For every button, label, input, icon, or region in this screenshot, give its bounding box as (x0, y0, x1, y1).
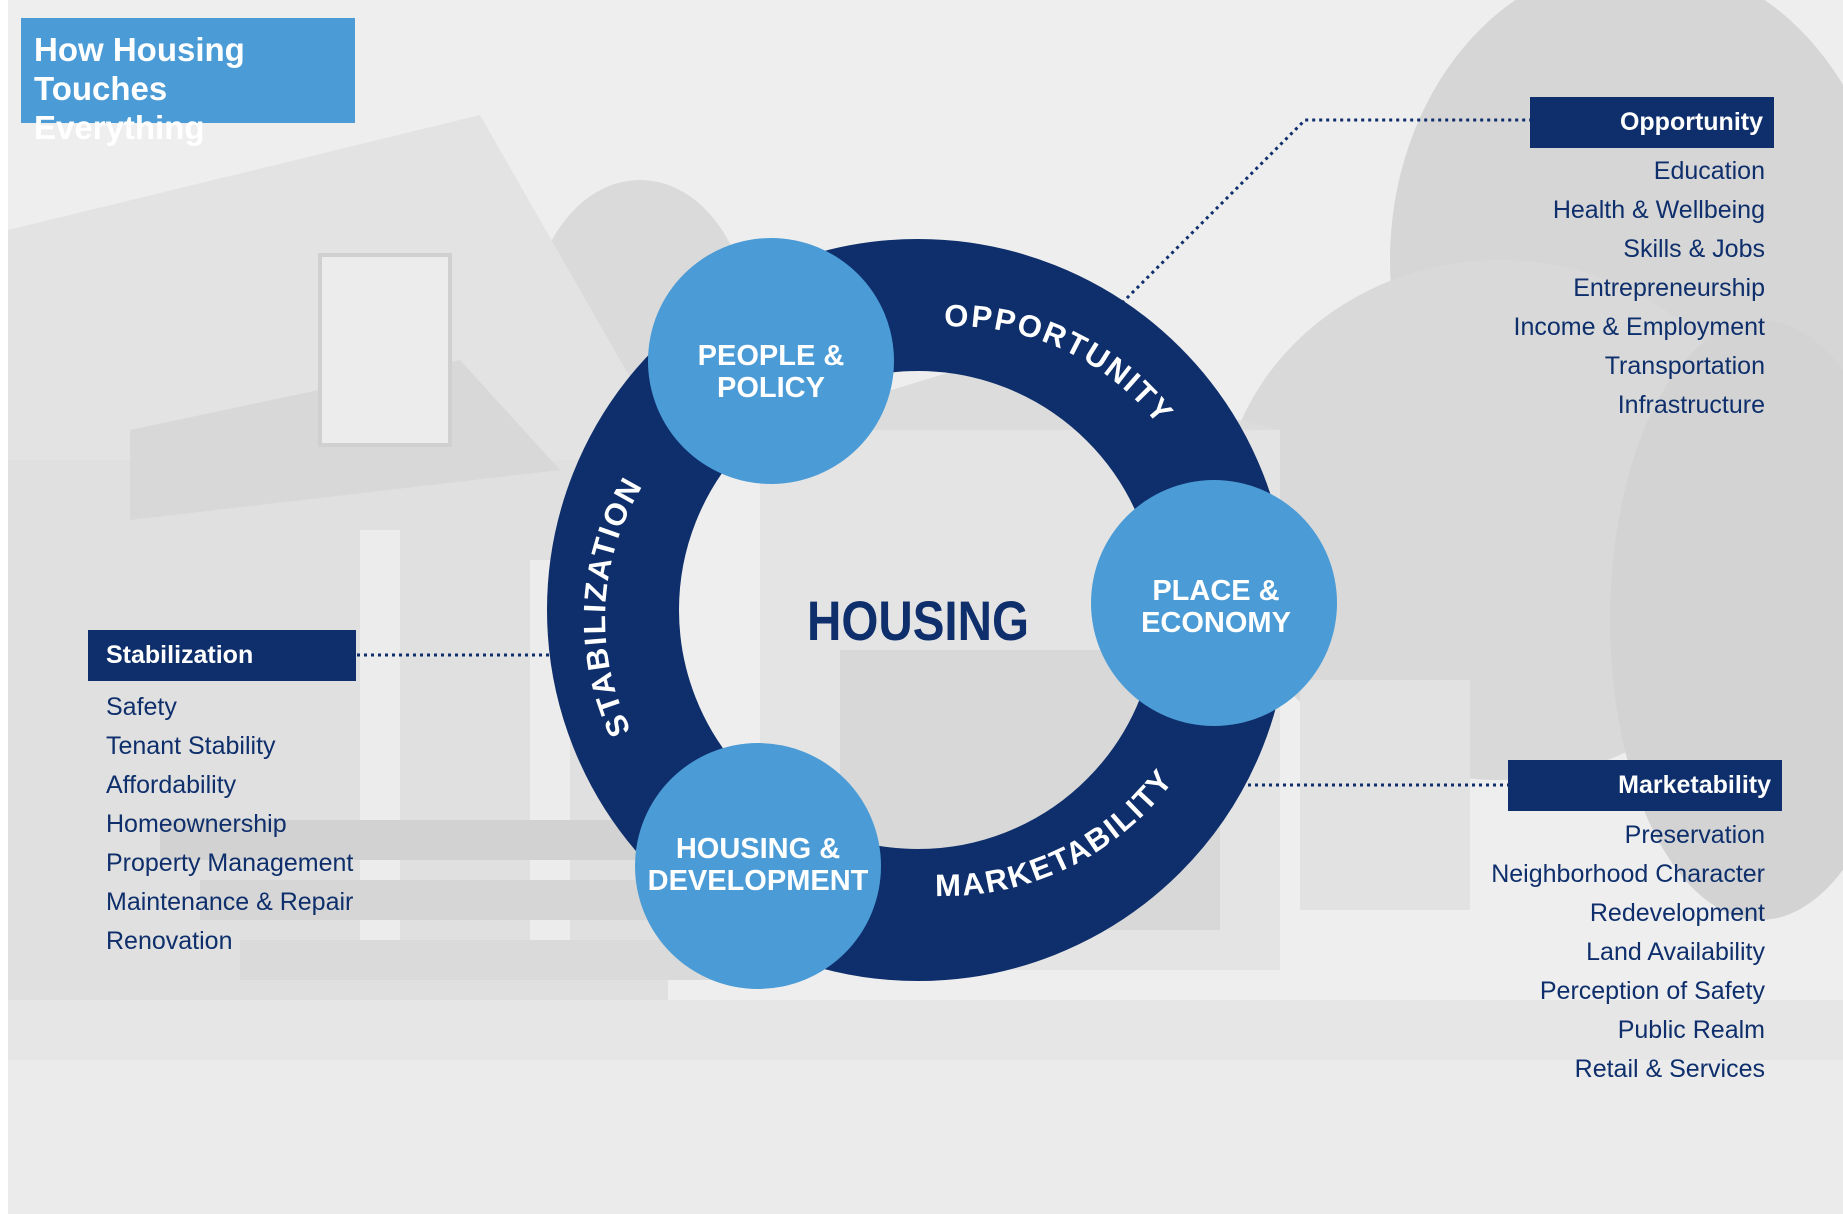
node-housing-development: HOUSING & DEVELOPMENT (635, 743, 881, 989)
node-place-economy: PLACE & ECONOMY (1091, 480, 1337, 726)
list-item: Redevelopment (1589, 899, 1765, 927)
title-line-2: Touches Everything (34, 70, 205, 146)
node-place-economy-line-1: PLACE & (1152, 575, 1279, 607)
node-housing-development-line-2: DEVELOPMENT (648, 865, 869, 897)
stabilization-panel-header: Stabilization (88, 630, 356, 681)
list-item: Entrepreneurship (1573, 274, 1765, 302)
opportunity-list: Education Health & Wellbeing Skills & Jo… (1514, 152, 1766, 425)
list-item: Health & Wellbeing (1552, 196, 1765, 224)
list-item: Homeownership (106, 810, 287, 838)
center-label-housing: HOUSING (807, 589, 1029, 652)
node-housing-development-line-1: HOUSING & (676, 833, 840, 865)
list-item: Retail & Services (1574, 1055, 1765, 1083)
list-item: Public Realm (1617, 1016, 1765, 1044)
marketability-header-label: Marketability (1618, 771, 1771, 799)
list-item: Safety (106, 693, 177, 721)
list-item: Tenant Stability (106, 732, 276, 760)
opportunity-header-label: Opportunity (1619, 108, 1763, 136)
list-item: Property Management (106, 849, 354, 877)
list-item: Income & Employment (1513, 313, 1766, 341)
list-item: Education (1653, 157, 1765, 185)
node-people-policy: PEOPLE & POLICY (648, 238, 894, 484)
node-place-economy-line-2: ECONOMY (1141, 607, 1291, 639)
list-item: Infrastructure (1617, 391, 1765, 419)
marketability-panel-header: Marketability (1508, 760, 1782, 811)
node-people-policy-line-2: POLICY (717, 372, 825, 404)
stabilization-list: Safety Tenant Stability Affordability Ho… (106, 688, 353, 961)
list-item: Preservation (1624, 821, 1765, 849)
list-item: Neighborhood Character (1491, 860, 1765, 888)
list-item: Renovation (106, 927, 233, 955)
list-item: Maintenance & Repair (106, 888, 354, 916)
list-item: Land Availability (1586, 938, 1765, 966)
stabilization-header-label: Stabilization (106, 641, 254, 669)
opportunity-leader-line (1120, 118, 1530, 305)
opportunity-panel-header: Opportunity (1530, 97, 1774, 148)
title-line-1: How Housing (34, 31, 245, 68)
page-title: How Housing Touches Everything (21, 18, 355, 146)
node-people-policy-line-1: PEOPLE & (698, 340, 845, 372)
list-item: Affordability (106, 771, 237, 799)
list-item: Transportation (1604, 352, 1765, 380)
list-item: Skills & Jobs (1623, 235, 1765, 263)
marketability-list: Preservation Neighborhood Character Rede… (1491, 816, 1765, 1089)
list-item: Perception of Safety (1539, 977, 1765, 1005)
